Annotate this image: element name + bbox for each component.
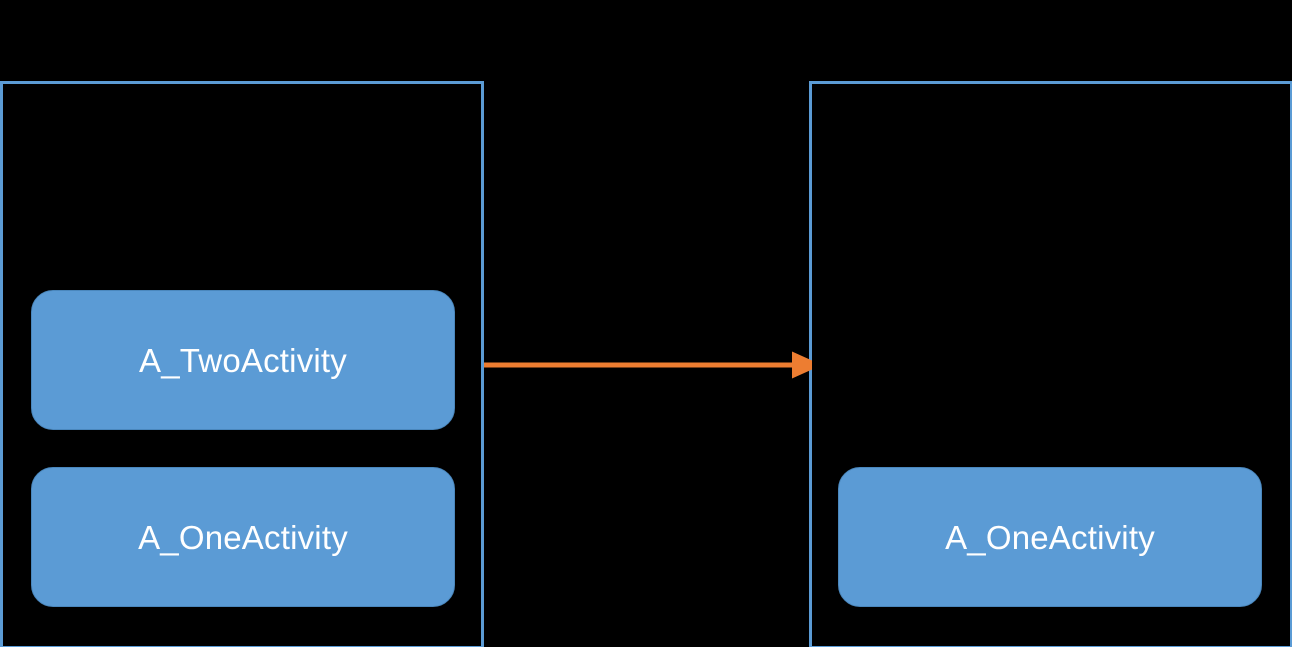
activity-box-label: A_TwoActivity bbox=[139, 341, 347, 379]
transition-arrow-icon bbox=[484, 351, 812, 379]
activity-box-one-activity-after[interactable]: A_OneActivity bbox=[838, 467, 1262, 607]
activity-box-one-activity-before[interactable]: A_OneActivity bbox=[31, 467, 455, 607]
activity-box-label: A_OneActivity bbox=[138, 518, 348, 556]
activity-box-two-activity[interactable]: A_TwoActivity bbox=[31, 290, 455, 430]
activity-box-label: A_OneActivity bbox=[945, 518, 1155, 556]
